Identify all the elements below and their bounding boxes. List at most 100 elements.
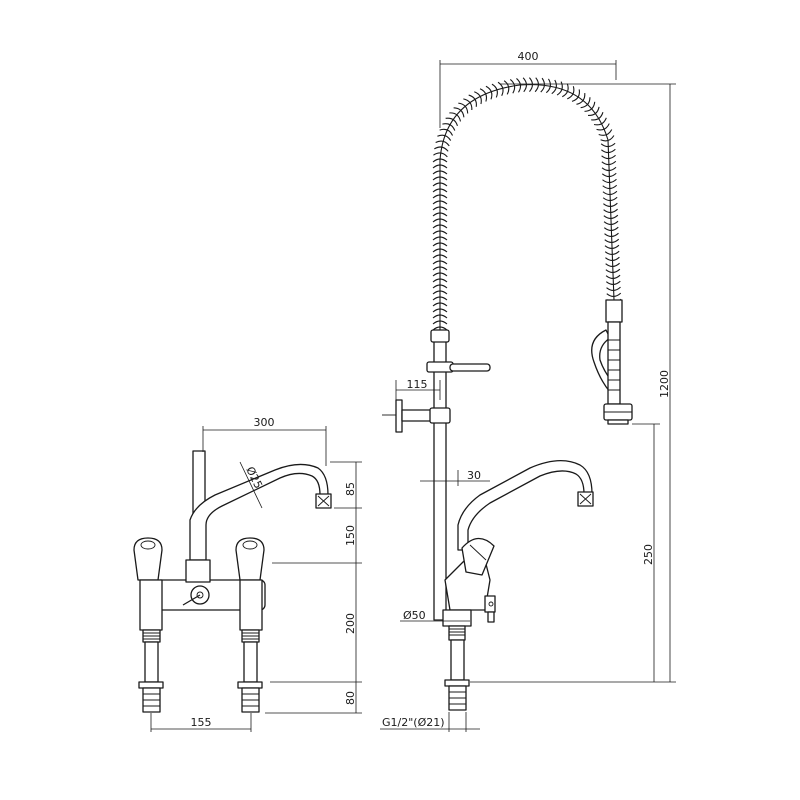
dim-left-spout-reach: 300 <box>254 416 275 429</box>
dim-thread-size: G1/2"(Ø21) <box>382 716 445 729</box>
coil-ring <box>576 93 586 105</box>
dim-hose-reach: 400 <box>518 50 539 63</box>
coil-ring <box>602 196 618 202</box>
coil-ring <box>432 296 448 301</box>
coil-ring <box>449 112 462 122</box>
left-valve-right <box>239 579 263 631</box>
coil-ring <box>528 77 533 92</box>
coil-ring <box>432 188 448 193</box>
dim-body-diameter: Ø50 <box>403 609 426 622</box>
coil-ring <box>516 78 522 93</box>
coil-ring <box>497 81 504 97</box>
coil-ring <box>432 284 448 289</box>
coil-ring <box>432 320 448 325</box>
coil-ring <box>580 97 591 109</box>
coil-ring <box>432 224 448 229</box>
coil-ring <box>474 91 482 105</box>
coil-ring <box>601 154 616 160</box>
coil-ring <box>603 220 619 226</box>
coil-ring <box>432 218 448 223</box>
coil-ring <box>584 101 596 112</box>
coil-ring <box>598 129 613 136</box>
coil-ring <box>602 178 617 184</box>
coil-ring <box>432 170 448 175</box>
right-dimensions: 400 1200 250 115 30 Ø50 G1/2"(Ø21) <box>380 50 676 732</box>
coil-ring <box>453 107 465 118</box>
coil-ring <box>603 202 618 208</box>
coil-ring <box>445 117 458 127</box>
coil-ring <box>432 236 448 241</box>
dim-left-body-to-spout: 150 <box>344 525 357 546</box>
coil-ring <box>534 77 539 93</box>
coil-ring <box>551 79 557 95</box>
coil-ring <box>503 80 510 95</box>
coil-ring <box>556 81 563 96</box>
coil-ring <box>509 79 516 94</box>
coil-ring <box>606 286 621 291</box>
coil-ring <box>432 302 448 307</box>
right-side-outlet <box>484 595 496 613</box>
coil-ring <box>432 248 448 253</box>
coil-ring <box>458 102 469 114</box>
coil-ring <box>602 190 618 196</box>
coil-ring <box>591 111 604 121</box>
dim-shower-height: 250 <box>642 544 655 565</box>
coil-ring <box>540 77 545 93</box>
coil-ring <box>432 200 448 205</box>
coil-ring <box>603 208 618 214</box>
coil-ring <box>432 278 448 283</box>
coil-ring <box>600 142 616 148</box>
coil-ring <box>432 230 448 235</box>
dim-left-body-height: 200 <box>344 613 357 634</box>
right-base <box>442 609 472 627</box>
coil-ring <box>604 238 620 243</box>
coil-ring <box>432 326 448 331</box>
right-shank <box>450 639 465 681</box>
coil-ring <box>604 250 620 255</box>
coil-ring <box>432 314 448 319</box>
dim-bracket-offset: 115 <box>407 378 428 391</box>
coil-ring <box>571 89 580 102</box>
coil-hose-path <box>439 84 615 330</box>
coil-ring <box>479 88 488 102</box>
coil-ring <box>603 214 619 220</box>
coil-ring <box>432 266 448 271</box>
coil-ring <box>601 148 616 154</box>
dim-left-shank-height: 80 <box>344 691 357 705</box>
right-faucet <box>382 329 594 711</box>
left-shank-right <box>243 641 258 683</box>
coil-ring <box>439 128 454 136</box>
coil-ring <box>601 160 617 166</box>
right-upper-arm <box>449 363 491 372</box>
dim-column-offset: 30 <box>467 469 481 482</box>
coil-ring <box>491 83 498 98</box>
left-shank-left <box>144 641 159 683</box>
coil-ring <box>601 172 617 178</box>
right-spring-coil <box>432 77 633 425</box>
coil-ring <box>432 206 448 211</box>
coil-ring <box>605 262 620 267</box>
coil-ring <box>596 123 610 131</box>
coil-ring <box>432 290 448 295</box>
coil-ring <box>432 158 448 163</box>
coil-ring <box>442 123 456 131</box>
coil-ring <box>432 242 448 247</box>
left-faucet <box>133 450 332 713</box>
coil-ring <box>561 83 569 98</box>
dim-left-centers: 155 <box>191 716 212 729</box>
coil-ring <box>463 98 473 111</box>
coil-ring <box>432 182 448 187</box>
coil-ring <box>593 117 607 126</box>
coil-ring <box>605 268 621 273</box>
coil-ring <box>604 244 620 249</box>
coil-ring <box>588 106 600 116</box>
coil-ring <box>433 152 448 158</box>
coil-ring <box>522 77 527 93</box>
coil-ring <box>605 280 621 285</box>
coil-ring <box>434 146 449 152</box>
right-handle <box>461 537 495 576</box>
coil-ring <box>432 260 448 265</box>
coil-ring <box>432 272 448 277</box>
left-handle-right <box>235 537 265 581</box>
